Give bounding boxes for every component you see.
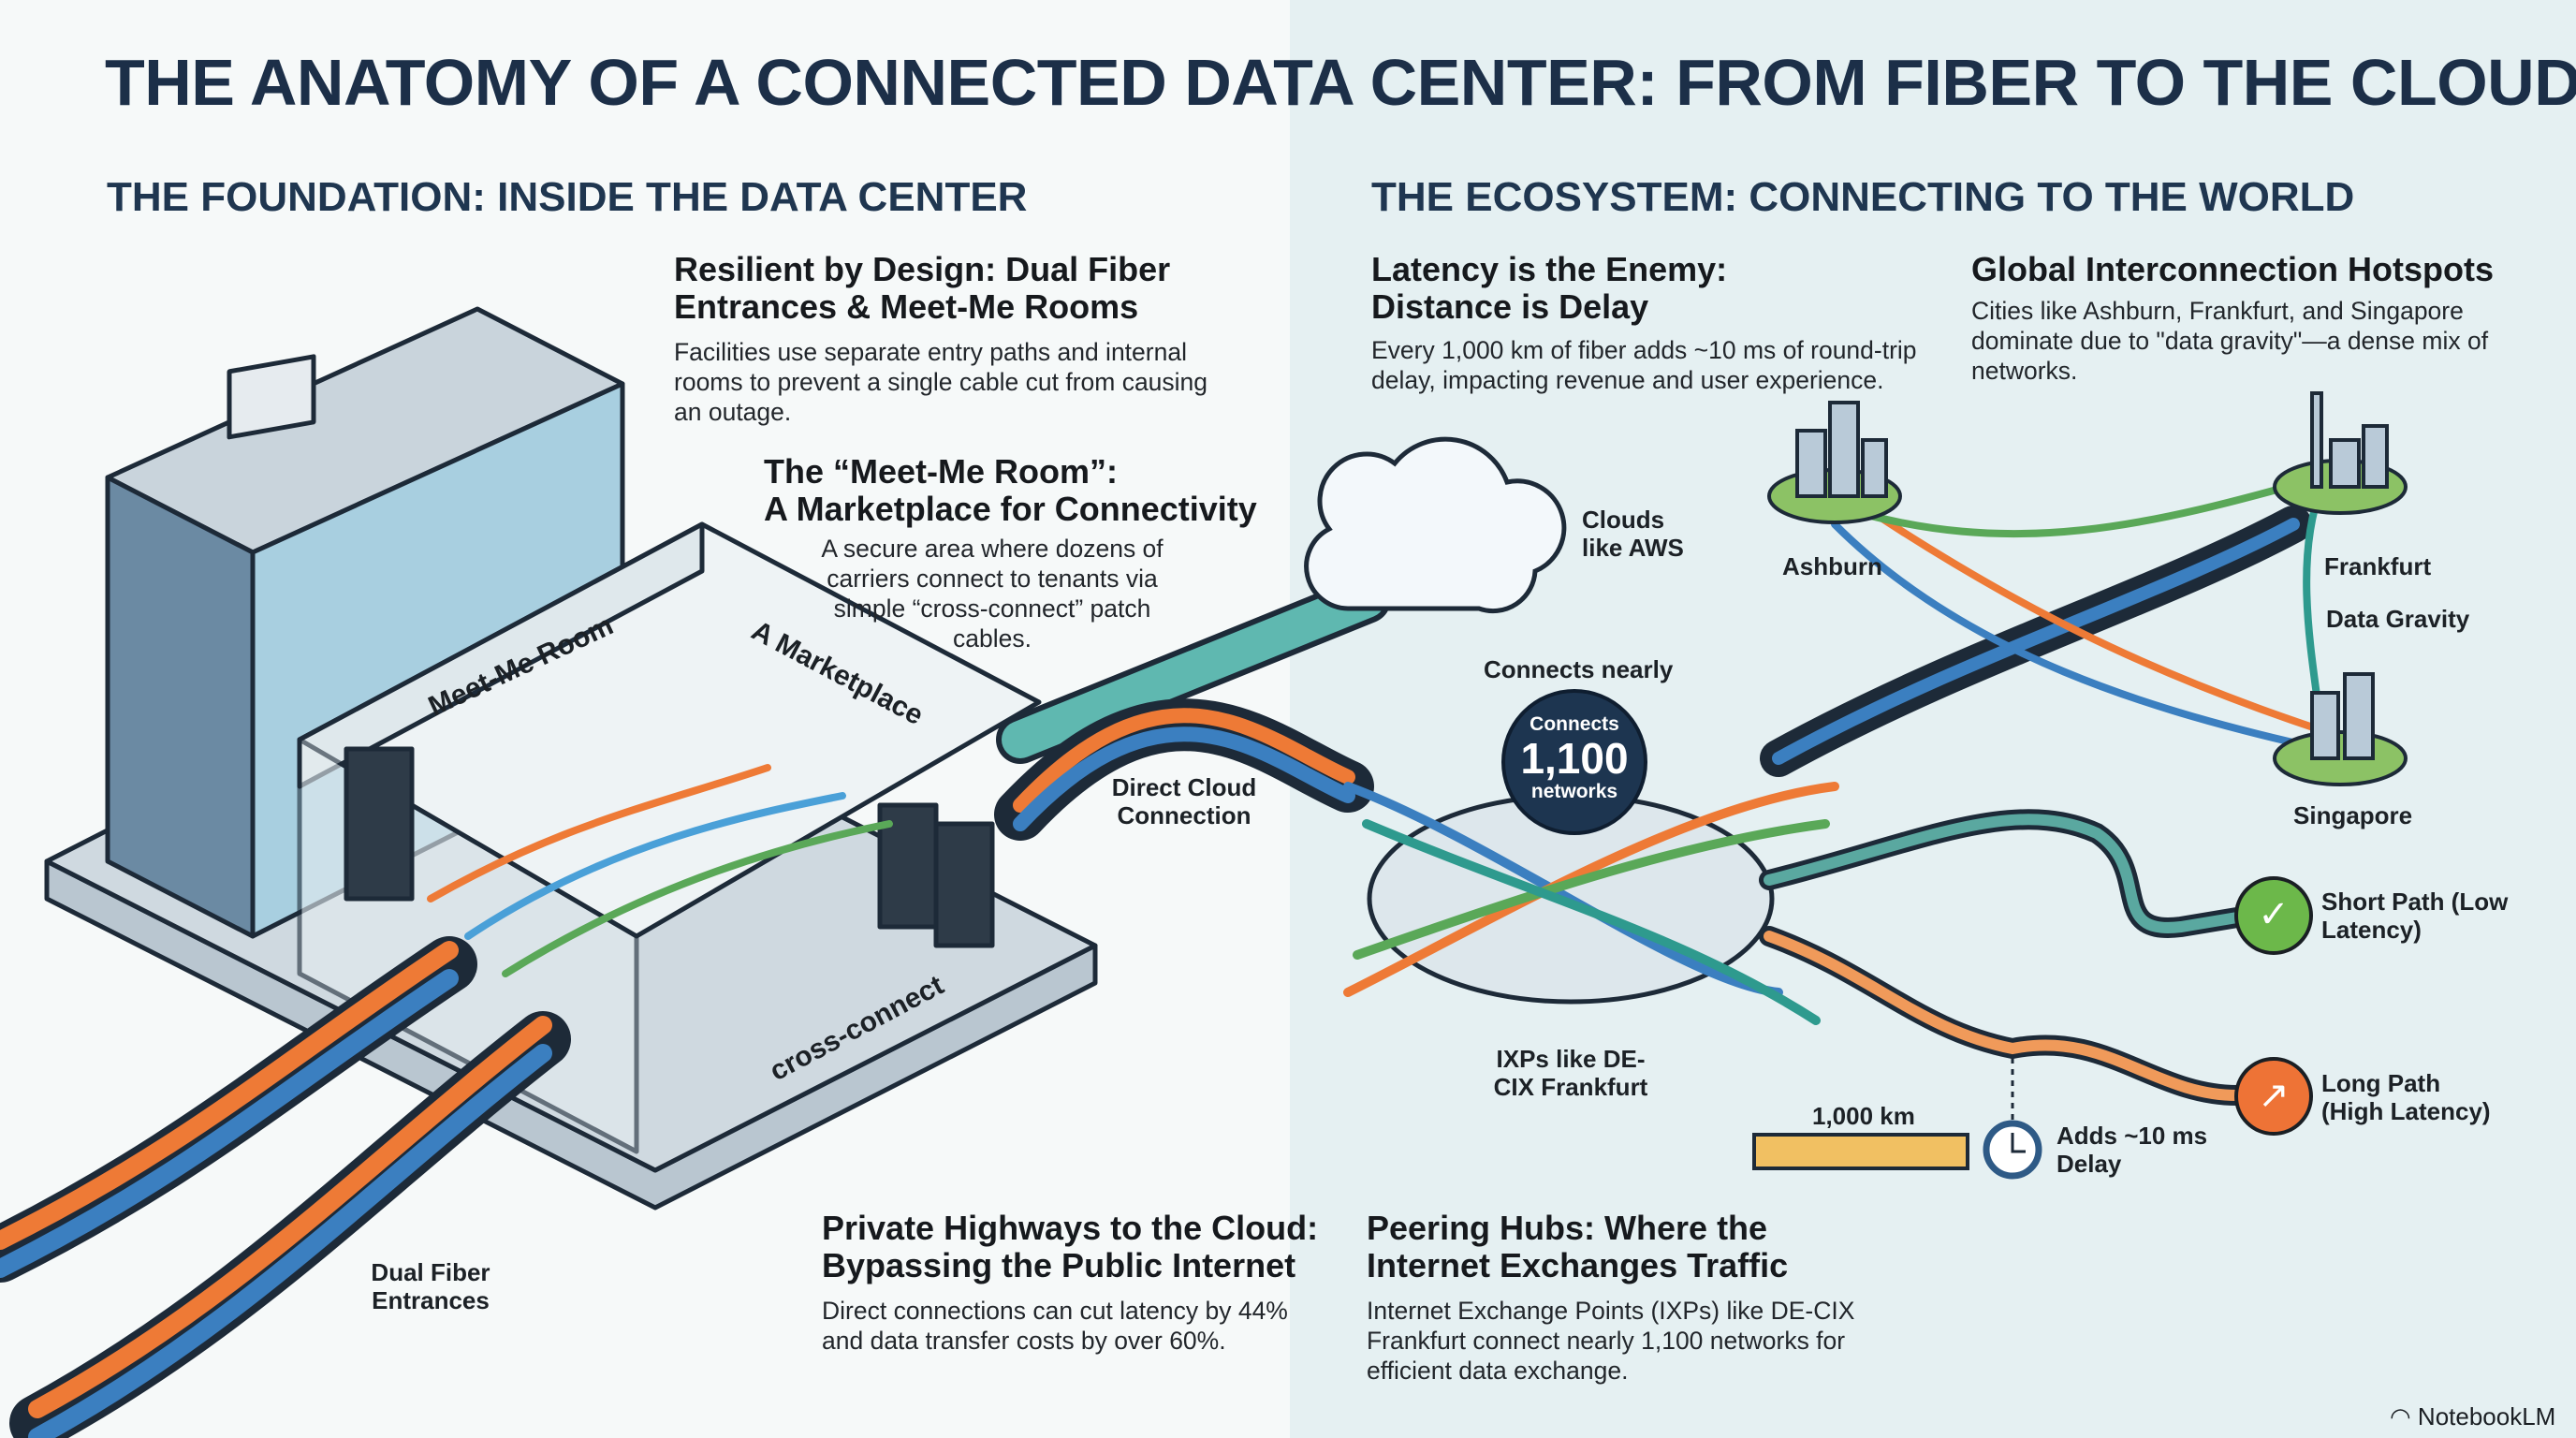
latency-heading-2: Distance is Delay	[1371, 287, 1649, 326]
direct-cloud-label: Direct Cloud Connection	[1111, 773, 1257, 829]
ruler-icon	[1752, 1133, 1969, 1170]
private-heading-2: Bypassing the Public Internet	[822, 1246, 1296, 1284]
short-path-icon: ✓	[2234, 876, 2313, 955]
meet-me-heading-2: A Marketplace for Connectivity	[764, 490, 1257, 528]
long-path-label: Long Path (High Latency)	[2321, 1069, 2491, 1125]
connects-nearly-label: Connects nearly	[1484, 655, 1674, 683]
meet-me-body: A secure area where dozens of carriers c…	[821, 535, 1164, 653]
right-section-title: THE ECOSYSTEM: CONNECTING TO THE WORLD	[1371, 174, 2355, 220]
delay-label: Adds ~10 ms Delay	[2056, 1122, 2208, 1178]
latency-block: Latency is the Enemy: Distance is Delay …	[1371, 251, 1942, 395]
hotspots-block: Global Interconnection Hotspots Cities l…	[1971, 251, 2496, 386]
notebooklm-logo-icon: ◠	[2390, 1402, 2418, 1431]
left-section-title: THE FOUNDATION: INSIDE THE DATA CENTER	[107, 174, 1028, 220]
ixp-label: IXPs like DE-CIX Frankfurt	[1493, 1045, 1648, 1101]
networks-count-bubble: Connects 1,100 networks	[1501, 689, 1647, 835]
resilient-block: Resilient by Design: Dual Fiber Entrance…	[674, 251, 1236, 427]
distance-label: 1,000 km	[1812, 1102, 1915, 1130]
city-islands	[1767, 391, 2408, 786]
city-frankfurt: Frankfurt	[2324, 552, 2432, 580]
meet-me-block: The “Meet-Me Room”: A Marketplace for Co…	[764, 452, 1257, 653]
peering-heading-1: Peering Hubs: Where the	[1367, 1209, 1768, 1247]
resilient-body: Facilities use separate entry paths and …	[674, 338, 1208, 426]
meet-me-heading-1: The “Meet-Me Room”:	[764, 452, 1118, 491]
hotspots-body: Cities like Ashburn, Frankfurt, and Sing…	[1971, 297, 2489, 385]
peering-heading-2: Internet Exchanges Traffic	[1367, 1246, 1789, 1284]
clock-icon	[1983, 1120, 2042, 1180]
data-gravity-label: Data Gravity	[2326, 605, 2470, 633]
private-heading-1: Private Highways to the Cloud:	[822, 1209, 1319, 1247]
bubble-number: 1,100	[1520, 734, 1629, 783]
latency-heading-1: Latency is the Enemy:	[1371, 250, 1728, 288]
hub-cables	[994, 474, 2325, 1106]
short-path-label: Short Path (Low Latency)	[2321, 888, 2509, 944]
private-body: Direct connections can cut latency by 44…	[822, 1297, 1288, 1355]
resilient-heading-1: Resilient by Design: Dual Fiber	[674, 250, 1171, 288]
long-path-trend-icon: ↗	[2234, 1057, 2313, 1136]
page-title: THE ANATOMY OF A CONNECTED DATA CENTER: …	[105, 46, 2576, 119]
notebooklm-brand: ◠ NotebookLM	[2390, 1402, 2555, 1431]
city-singapore: Singapore	[2293, 801, 2413, 829]
peering-body: Internet Exchange Points (IXPs) like DE-…	[1367, 1297, 1855, 1385]
cloud-connection	[996, 436, 1567, 764]
brand-name: NotebookLM	[2417, 1402, 2556, 1431]
clouds-label: Clouds like AWS	[1582, 506, 1684, 562]
dual-fiber-label: Dual Fiber Entrances	[371, 1258, 490, 1314]
bubble-bottom: networks	[1530, 781, 1618, 802]
resilient-heading-2: Entrances & Meet-Me Rooms	[674, 287, 1139, 326]
latency-body: Every 1,000 km of fiber adds ~10 ms of r…	[1371, 336, 1917, 394]
peering-block: Peering Hubs: Where the Internet Exchang…	[1367, 1210, 1910, 1386]
hotspots-heading: Global Interconnection Hotspots	[1971, 250, 2495, 288]
dual-fiber-cables	[0, 764, 893, 1438]
private-highways-block: Private Highways to the Cloud: Bypassing…	[822, 1210, 1346, 1356]
city-ashburn: Ashburn	[1782, 552, 1882, 580]
bubble-top: Connects	[1530, 713, 1619, 735]
